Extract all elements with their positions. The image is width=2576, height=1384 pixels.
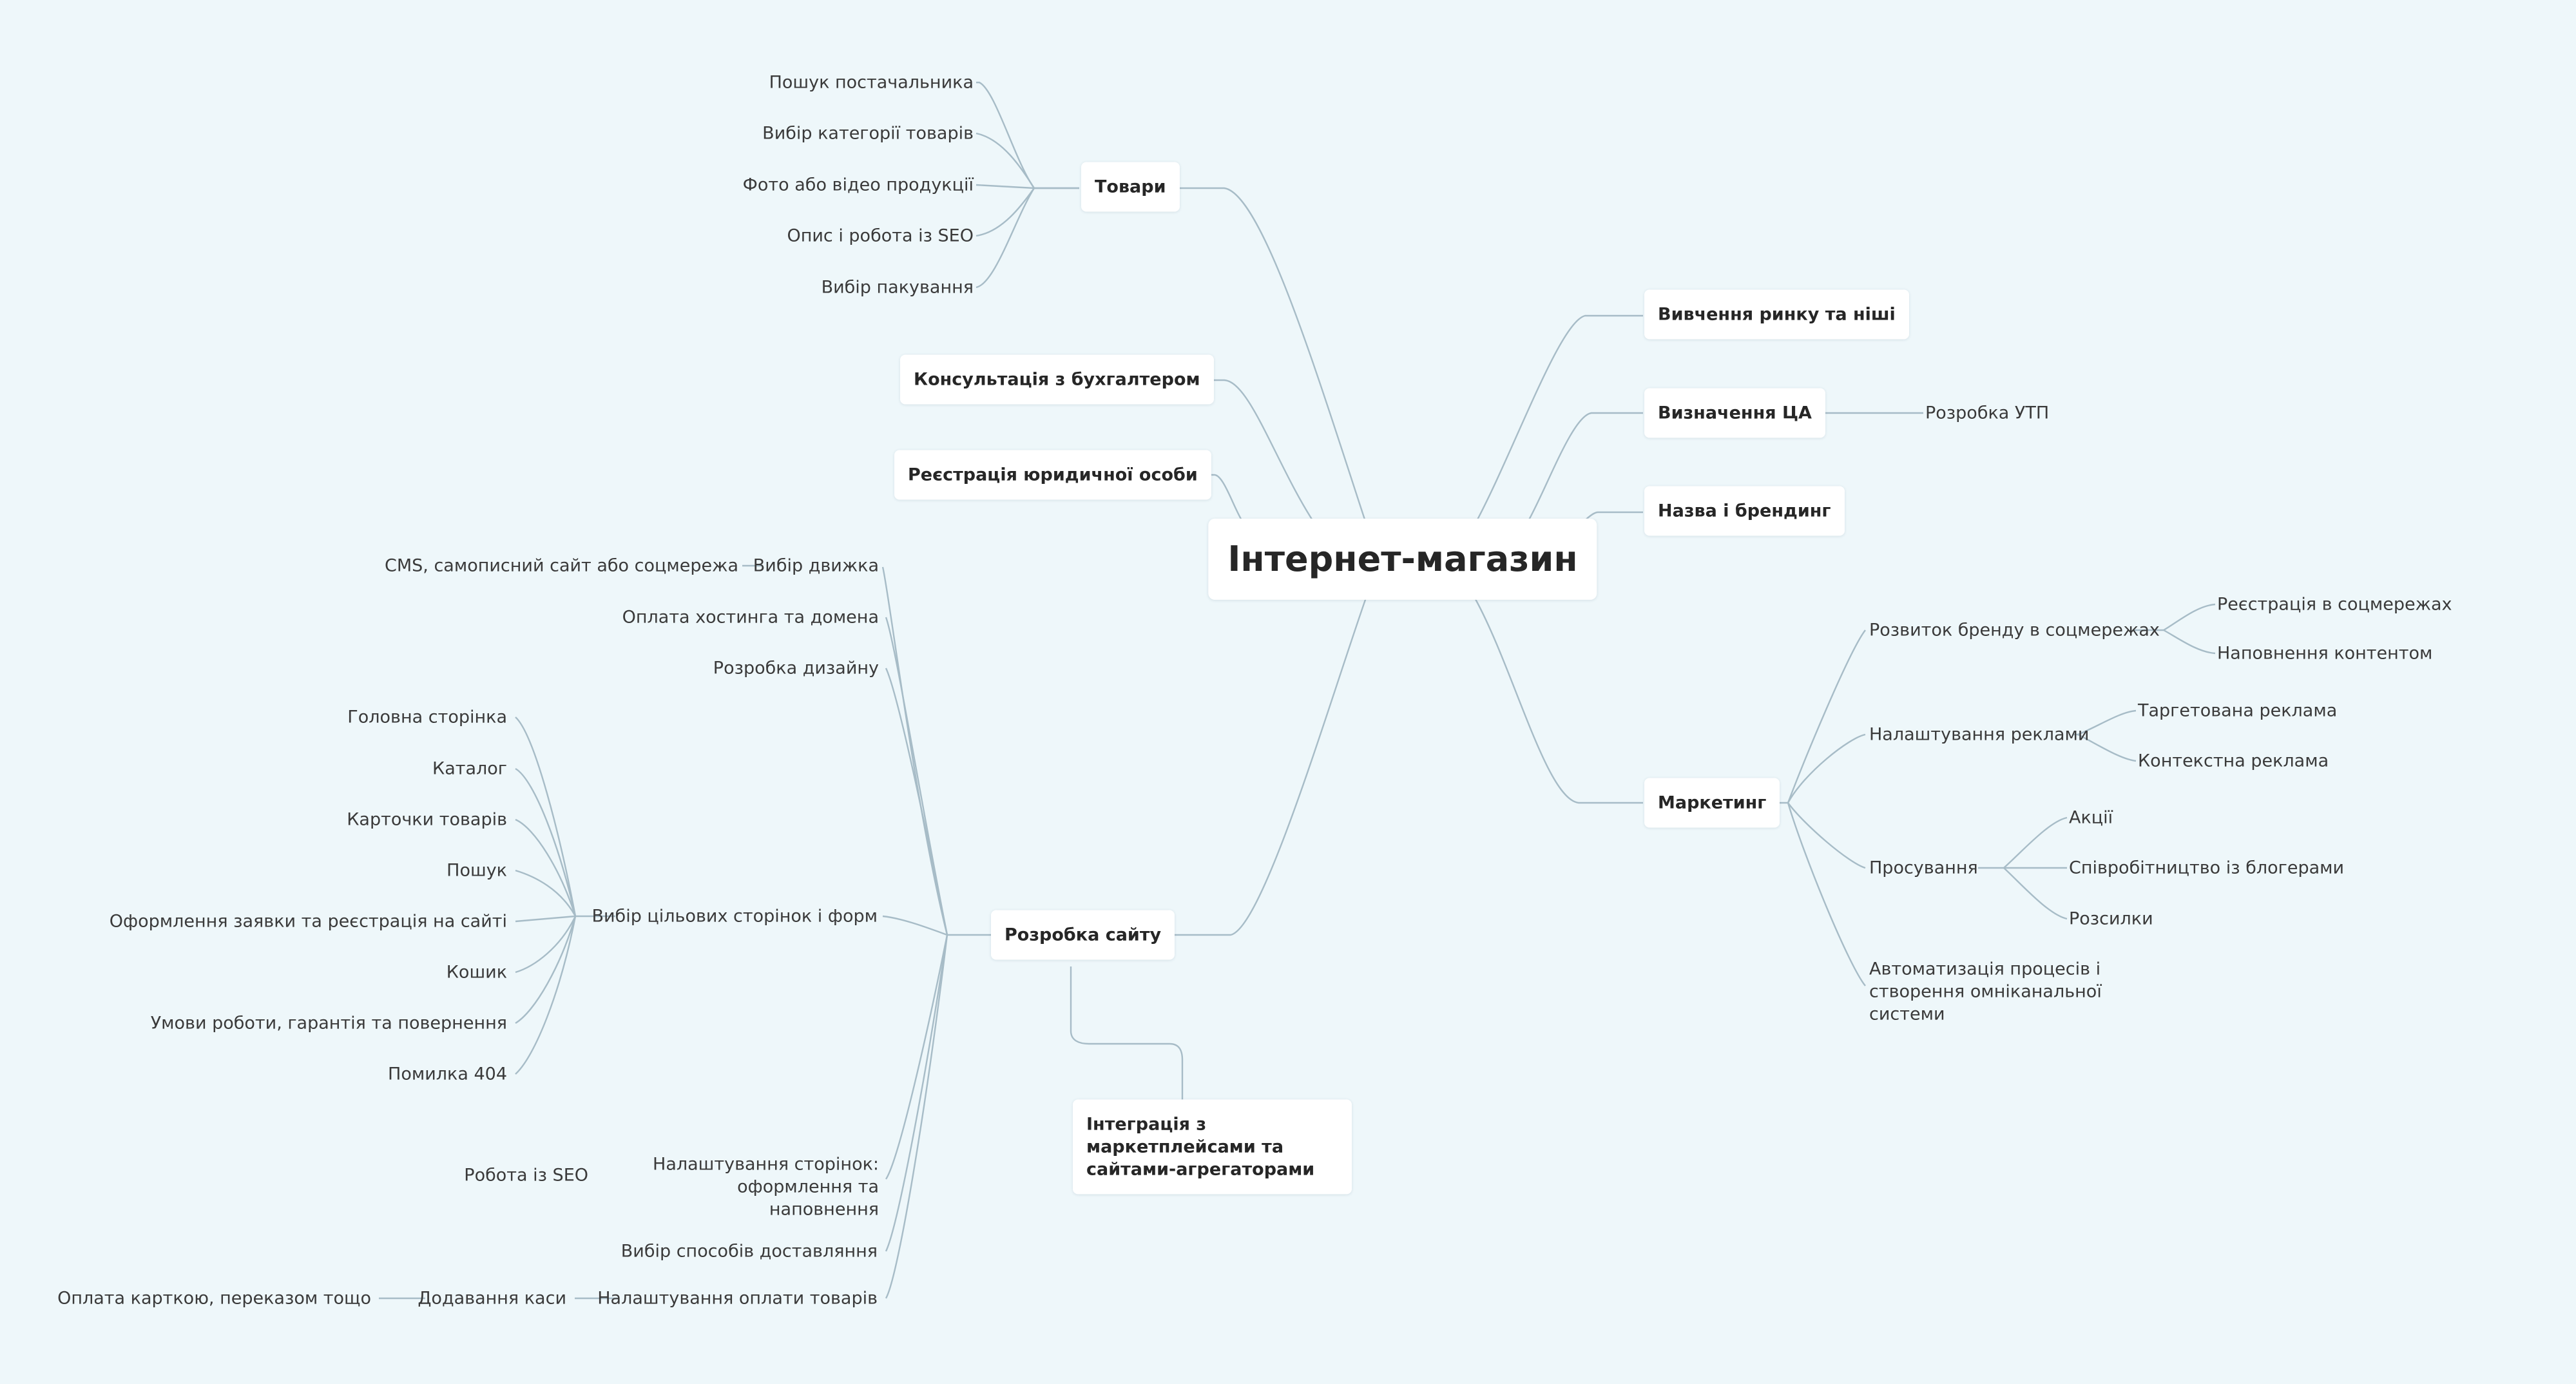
topic-reyestratsiya[interactable]: Реєстрація юридичної особи	[894, 450, 1211, 500]
subtopic-oplata[interactable]: Налаштування оплати товарів	[597, 1288, 878, 1309]
edge-st-4	[515, 869, 577, 917]
edge-st-8	[515, 916, 577, 1075]
subtopic-tovary-2[interactable]: Вибір категорії товарів	[762, 123, 974, 144]
topic-tovary[interactable]: Товари	[1081, 162, 1180, 212]
subtopic-dyzain[interactable]: Розробка дизайну	[713, 658, 879, 678]
subtopic-kontekst[interactable]: Контекстна реклама	[2138, 751, 2329, 771]
edge-center-tovary	[1169, 187, 1367, 524]
edge-center-tsa	[1526, 412, 1643, 524]
edge-rozrobka-integratsiya	[1070, 966, 1184, 1103]
central-topic[interactable]: Інтернет-магазин	[1208, 518, 1597, 601]
subtopic-storinka-404[interactable]: Помилка 404	[388, 1064, 507, 1084]
edge-soc-reg	[2163, 603, 2216, 631]
edge-mk-prosuvannya	[1787, 802, 1866, 869]
subtopic-utp[interactable]: Розробка УТП	[1925, 403, 2050, 423]
topic-nazva[interactable]: Назва і брендинг	[1644, 486, 1845, 536]
subtopic-kartka[interactable]: Оплата карткою, переказом тощо	[57, 1288, 371, 1309]
edge-st-2	[515, 767, 577, 917]
subtopic-soc[interactable]: Розвиток бренду в соцмережах	[1869, 620, 2160, 640]
subtopic-storinka-kartochky[interactable]: Карточки товарів	[347, 809, 507, 830]
edge-center-rynok	[1474, 314, 1643, 524]
edge-center-buhgalter	[1173, 379, 1316, 524]
edge-hub-storinky	[882, 915, 948, 936]
subtopic-storinky[interactable]: Вибір цільових сторінок і форм	[591, 906, 878, 927]
edge-pros-aktsii	[2003, 816, 2068, 869]
subtopic-nalashtuvannya-storinok[interactable]: Налаштування сторінок: оформлення та нап…	[653, 1154, 879, 1220]
subtopic-storinka-umovy[interactable]: Умови роботи, гарантія та повернення	[150, 1013, 507, 1033]
topic-buhgalter[interactable]: Консультація з бухгалтером	[900, 354, 1214, 405]
subtopic-kasa[interactable]: Додавання каси	[418, 1288, 566, 1309]
edge-st-5	[515, 915, 576, 923]
edge-reklama-kontekst	[2077, 733, 2137, 762]
edge-hub-nalashtuvannya	[885, 934, 948, 1180]
edge-center-reyestratsiya	[1173, 474, 1244, 524]
topic-tsa[interactable]: Визначення ЦА	[1644, 388, 1825, 438]
subtopic-storinka-poshuk[interactable]: Пошук	[447, 860, 507, 881]
edge-st-3	[515, 818, 577, 917]
edge-pros-rozsylky	[2003, 867, 2068, 920]
subtopic-tovary-4[interactable]: Опис і робота із SEO	[787, 226, 974, 246]
subtopic-storinka-holovna[interactable]: Головна сторінка	[347, 707, 507, 727]
subtopic-storinka-koshyk[interactable]: Кошик	[446, 962, 507, 983]
subtopic-storinka-kataloh[interactable]: Каталог	[432, 758, 507, 779]
subtopic-avtomatyzatsiya[interactable]: Автоматизація процесів і створення омнік…	[1869, 959, 2102, 1024]
edge-st-6	[515, 916, 577, 974]
subtopic-rozsylky[interactable]: Розсилки	[2069, 908, 2153, 929]
subtopic-tovary-1[interactable]: Пошук постачальника	[769, 72, 974, 93]
subtopic-hosting[interactable]: Оплата хостинга та домена	[622, 607, 879, 628]
subtopic-blogery[interactable]: Співробітництво із блогерами	[2069, 858, 2345, 878]
edge-soc-content	[2163, 629, 2216, 655]
edge-mk-avto	[1787, 802, 1866, 986]
topic-integratsiya[interactable]: Інтеграція з маркетплейсами та сайтами-а…	[1073, 1099, 1352, 1195]
subtopic-soc-content[interactable]: Наповнення контентом	[2217, 643, 2433, 664]
edge-st-7	[515, 916, 577, 1024]
edge-tovary-2	[976, 132, 1035, 189]
edge-hub-dyzain	[885, 668, 948, 936]
subtopic-storinka-zayavka[interactable]: Оформлення заявки та реєстрація на сайті	[109, 911, 507, 932]
edge-tovary-5	[976, 187, 1035, 289]
edge-st-1	[515, 716, 577, 917]
edge-tovary-1	[976, 81, 1079, 189]
edge-tovary-3	[976, 184, 1035, 189]
subtopic-dostavka[interactable]: Вибір способів доставляння	[620, 1241, 878, 1262]
edge-hub-dvyzhok	[881, 566, 948, 936]
subtopic-soc-reg[interactable]: Реєстрація в соцмережах	[2217, 594, 2452, 615]
topic-rozrobka-saitu[interactable]: Розробка сайту	[991, 910, 1175, 960]
edge-mk-reklama	[1787, 733, 1866, 803]
edge-hub-dostavka	[885, 934, 948, 1252]
edge-mk-soc	[1787, 630, 1866, 803]
topic-marketing[interactable]: Маркетинг	[1644, 778, 1780, 828]
edge-tovary-4	[976, 187, 1035, 237]
subtopic-tovary-3[interactable]: Фото або відео продукції	[742, 175, 974, 195]
subtopic-prosuvannya[interactable]: Просування	[1869, 858, 1978, 878]
topic-rynok[interactable]: Вивчення ринку та ніші	[1644, 289, 1909, 340]
subtopic-aktsii[interactable]: Акції	[2069, 807, 2113, 828]
subtopic-target[interactable]: Таргетована реклама	[2138, 700, 2338, 721]
edge-center-marketing	[1474, 599, 1643, 804]
edge-hub-oplata	[885, 934, 948, 1299]
edge-reklama-target	[2077, 709, 2137, 736]
subtopic-reklama[interactable]: Налаштування реклами	[1869, 724, 2090, 745]
subtopic-cms[interactable]: CMS, самописний сайт або соцмережа	[385, 555, 738, 576]
subtopic-vybir-dvyzhka[interactable]: Вибір движка	[753, 555, 879, 576]
subtopic-tovary-5[interactable]: Вибір пакування	[821, 277, 974, 298]
edge-center-rozrobka	[1153, 597, 1367, 936]
subtopic-seo[interactable]: Робота із SEO	[464, 1165, 588, 1186]
